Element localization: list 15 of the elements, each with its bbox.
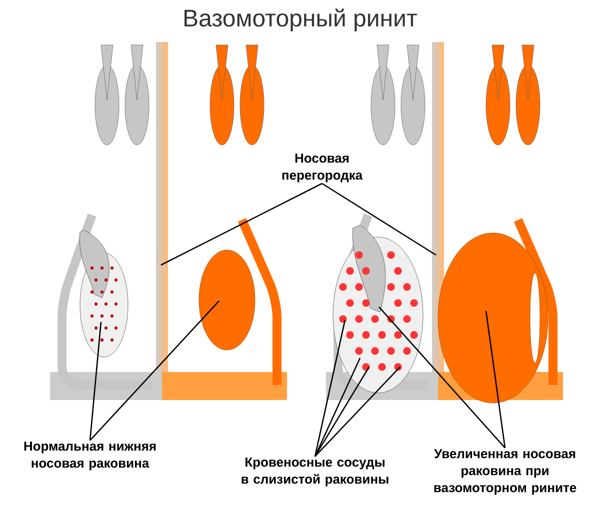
label-text: Нормальная нижняя носовая раковина [24,442,156,470]
leader-line [314,366,370,457]
leader-line [89,322,102,441]
leader-line [314,358,361,457]
leader-line [160,182,322,266]
label-text: Увеличенная носовая раковина при вазомоторном рините [434,449,576,495]
label-text: Кровеносные сосуды в слизистой раковины [242,458,388,486]
leader-line [314,320,346,457]
leader-line [322,182,436,256]
title: Вазомоторный ринит [184,8,418,32]
leader-line [90,300,220,441]
leader-line [485,310,506,448]
leader-line [378,306,506,448]
leader-line [314,366,400,457]
label-text: Носовая перегородка [282,154,363,182]
